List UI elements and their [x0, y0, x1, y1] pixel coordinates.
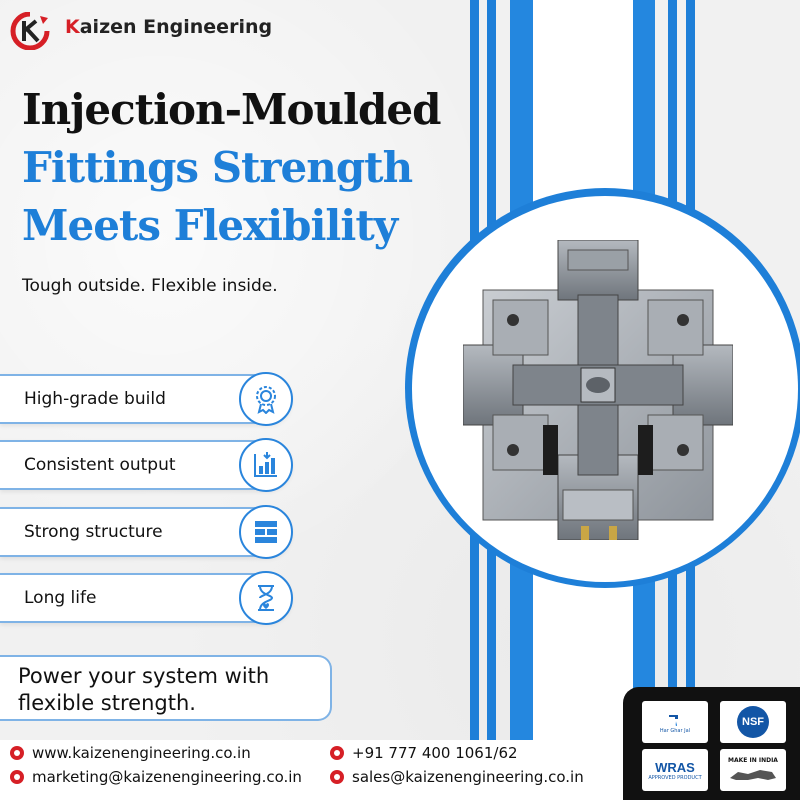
headline-line-2: Fittings Strength	[22, 143, 413, 192]
feature-item: High-grade build	[0, 372, 293, 426]
globe-icon	[10, 746, 24, 760]
phone-contact[interactable]: +91 777 400 1061/62	[330, 744, 518, 762]
cta-line-2: flexible strength.	[18, 691, 196, 715]
headline-line-3: Meets Flexibility	[22, 201, 398, 250]
wras-logo: WRAS APPROVED PRODUCT	[642, 749, 708, 791]
water-tap-icon	[669, 715, 678, 726]
marketing-email-link[interactable]: marketing@kaizenengineering.co.in	[32, 768, 302, 786]
cta-line-1: Power your system with	[18, 664, 270, 688]
feature-item: Long life	[0, 571, 293, 625]
feature-label: Consistent output	[24, 455, 176, 475]
injection-mould-image	[463, 240, 733, 540]
lion-icon	[730, 769, 776, 780]
marketing-email-contact[interactable]: marketing@kaizenengineering.co.in	[10, 768, 302, 786]
quality-badge-icon	[239, 372, 293, 426]
cta-box: Power your system with flexible strength…	[0, 655, 332, 721]
tagline: Tough outside. Flexible inside.	[22, 276, 278, 296]
feature-item: Consistent output	[0, 438, 293, 492]
sales-email-contact[interactable]: sales@kaizenengineering.co.in	[330, 768, 584, 786]
mail-icon	[330, 770, 344, 784]
make-in-india-logo: MAKE IN INDIA	[720, 749, 786, 791]
feature-label: High-grade build	[24, 389, 166, 409]
output-chart-icon	[239, 438, 293, 492]
kaizen-logo-icon	[10, 12, 50, 50]
hourglass-icon	[239, 571, 293, 625]
headline-line-1: Injection-Moulded	[22, 85, 441, 134]
sales-email-link[interactable]: sales@kaizenengineering.co.in	[352, 768, 584, 786]
feature-label: Strong structure	[24, 522, 163, 542]
website-link[interactable]: www.kaizenengineering.co.in	[32, 744, 251, 762]
structure-icon	[239, 505, 293, 559]
website-contact[interactable]: www.kaizenengineering.co.in	[10, 744, 251, 762]
har-ghar-jal-logo: Har Ghar Jal	[642, 701, 708, 743]
nsf-logo: NSF	[720, 701, 786, 743]
feature-item: Strong structure	[0, 505, 293, 559]
phone-icon	[330, 746, 344, 760]
mail-icon	[10, 770, 24, 784]
brand-name: Kaizen Engineering	[65, 16, 273, 38]
feature-label: Long life	[24, 588, 97, 608]
phone-number[interactable]: +91 777 400 1061/62	[352, 744, 518, 762]
